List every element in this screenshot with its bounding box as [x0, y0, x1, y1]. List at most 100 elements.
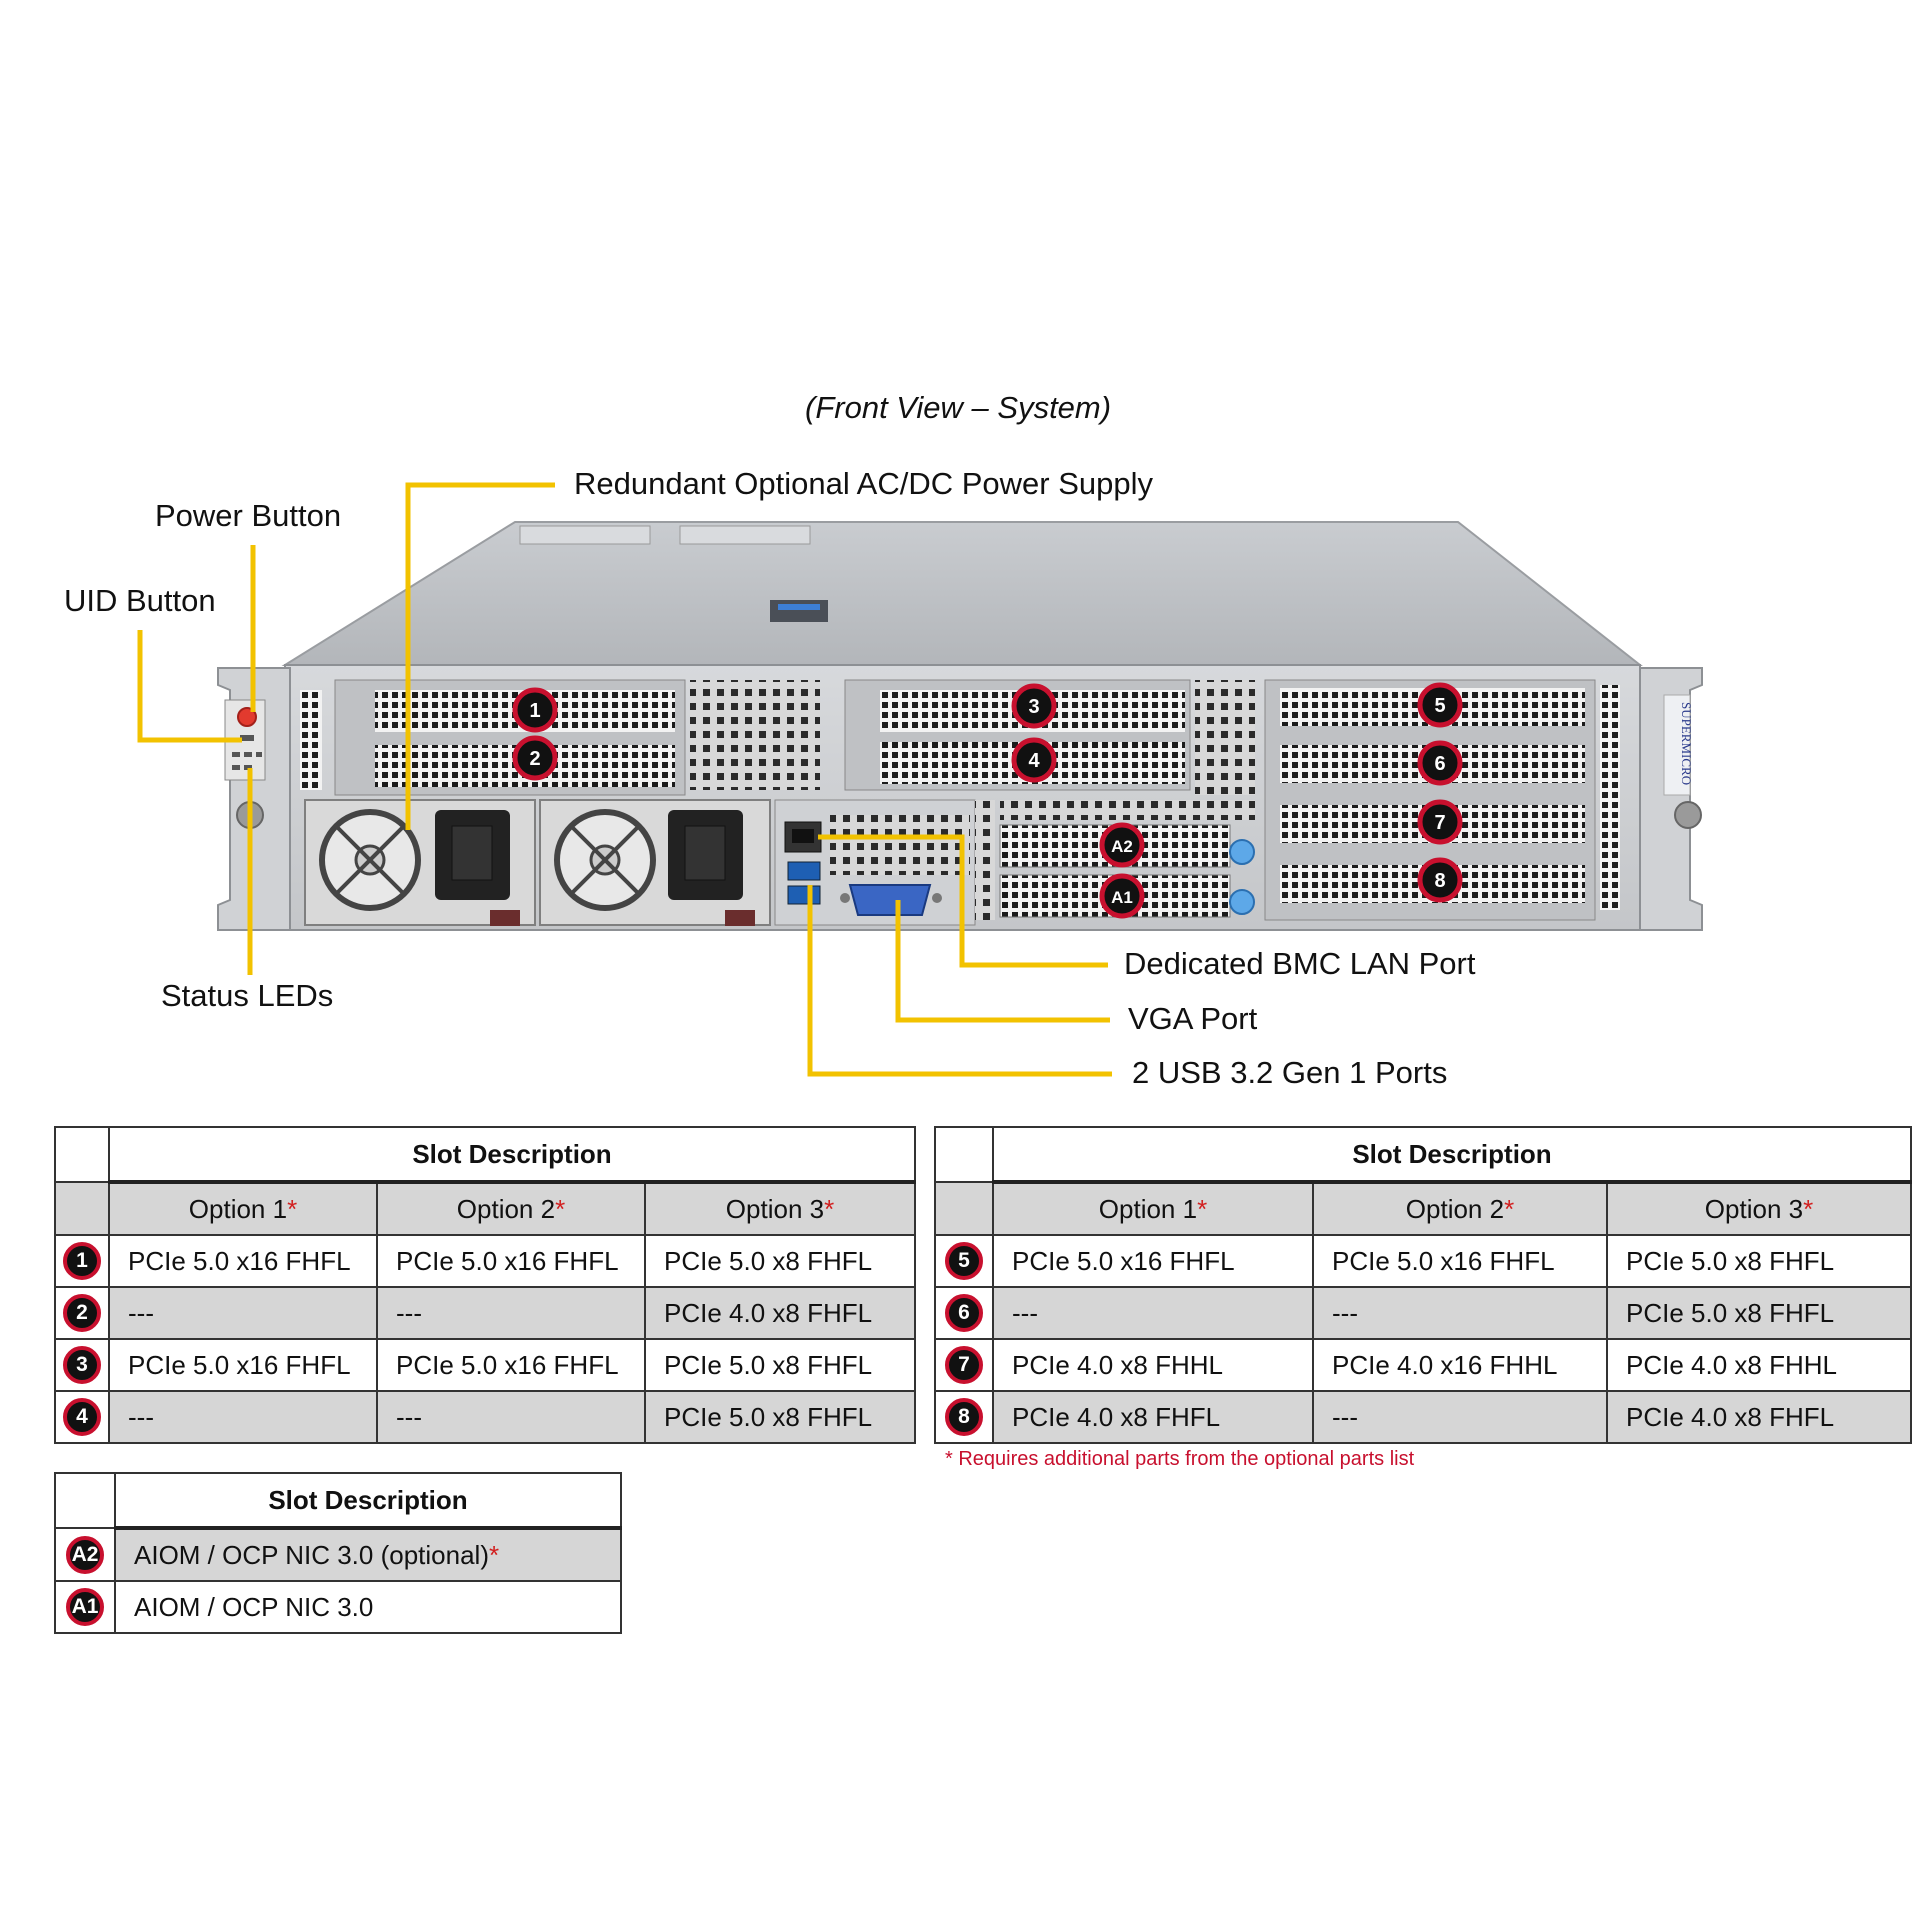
slot-badge: 6	[945, 1294, 983, 1332]
slot-badge: 4	[63, 1398, 101, 1436]
table-cell: PCIe 4.0 x8 FHFL	[643, 1286, 917, 1340]
column-header: Option 2*	[376, 1181, 646, 1236]
table-row: A2 AIOM / OCP NIC 3.0 (optional)*	[54, 1527, 622, 1582]
svg-text:4: 4	[1028, 750, 1040, 772]
table-title: Slot Description	[107, 1126, 917, 1184]
slot-badge: 7	[945, 1346, 983, 1384]
usb-port-icon-2	[787, 885, 821, 905]
column-header: Option 1*	[108, 1181, 378, 1236]
chassis-badge-7: 7	[1417, 799, 1463, 845]
svg-text:A1: A1	[1111, 888, 1133, 907]
slot-badge: 8	[945, 1398, 983, 1436]
table-cell: PCIe 5.0 x8 FHFL	[643, 1338, 917, 1392]
column-header: Option 2*	[1312, 1181, 1608, 1236]
slot-table-left: Slot Description Option 1* Option 2* Opt…	[54, 1126, 917, 1444]
table-cell: PCIe 5.0 x16 FHFL	[108, 1338, 378, 1392]
table-cell: PCIe 5.0 x16 FHFL	[1312, 1234, 1608, 1288]
table-cell: ---	[1312, 1286, 1608, 1340]
server-chassis-diagram: SUPERMICRO	[137, 482, 1703, 1077]
column-header: Option 3*	[1605, 1181, 1913, 1236]
brand-logo-text: SUPERMICRO	[1679, 702, 1694, 785]
header-corner	[54, 1181, 110, 1236]
slot-table-right: Slot Description Option 1* Option 2* Opt…	[934, 1126, 1913, 1444]
brand-strip	[1663, 694, 1691, 796]
top-label-right	[679, 525, 811, 545]
slot-badge: A2	[66, 1535, 104, 1574]
slot-badge: 5	[945, 1242, 983, 1280]
callout-leader-lines	[137, 482, 1112, 1077]
table-row: 7 PCIe 4.0 x8 FHHL PCIe 4.0 x16 FHHL PCI…	[934, 1338, 1913, 1392]
chassis-badge-2: 2	[512, 735, 558, 781]
table-cell: ---	[108, 1286, 378, 1340]
chassis-badge-4: 4	[1011, 737, 1057, 783]
table-corner	[54, 1472, 116, 1529]
table-cell: PCIe 4.0 x8 FHFL	[1605, 1390, 1913, 1444]
chassis-badge-5: 5	[1417, 682, 1463, 728]
table-cell: PCIe 5.0 x8 FHFL	[1605, 1286, 1913, 1340]
table-cell: PCIe 5.0 x16 FHFL	[108, 1234, 378, 1288]
table-row: A1 AIOM / OCP NIC 3.0	[54, 1580, 622, 1634]
table-row: 8 PCIe 4.0 x8 FHFL --- PCIe 4.0 x8 FHFL	[934, 1390, 1913, 1444]
table-cell: AIOM / OCP NIC 3.0 (optional)*	[114, 1527, 622, 1582]
chassis-badge-1: 1	[512, 687, 558, 733]
table-cell: PCIe 4.0 x16 FHHL	[1312, 1338, 1608, 1392]
header-corner	[934, 1181, 994, 1236]
table-corner	[934, 1126, 994, 1183]
table-cell: PCIe 4.0 x8 FHHL	[1605, 1338, 1913, 1392]
table-cell: PCIe 5.0 x16 FHFL	[376, 1338, 646, 1392]
aiom-a2-latch-icon	[1229, 839, 1255, 865]
callout-status-leds: Status LEDs	[161, 978, 334, 1013]
leader-power-supply	[405, 482, 555, 830]
table-cell: PCIe 5.0 x16 FHFL	[376, 1234, 646, 1288]
table-title: Slot Description	[114, 1472, 622, 1530]
svg-text:6: 6	[1434, 753, 1445, 775]
callout-power-supply: Redundant Optional AC/DC Power Supply	[574, 466, 1153, 501]
table-title: Slot Description	[991, 1126, 1913, 1184]
chassis-top-cover	[281, 521, 1643, 666]
leader-uid-button	[137, 630, 242, 743]
right-thumbscrew	[1674, 801, 1702, 829]
table-cell: PCIe 5.0 x8 FHFL	[1605, 1234, 1913, 1288]
leader-usb	[807, 885, 1112, 1077]
callout-usb: 2 USB 3.2 Gen 1 Ports	[1132, 1055, 1448, 1090]
column-header: Option 1*	[992, 1181, 1314, 1236]
table-cell: ---	[376, 1286, 646, 1340]
svg-text:5: 5	[1434, 695, 1445, 717]
callout-bmc-lan: Dedicated BMC LAN Port	[1124, 946, 1476, 981]
svg-text:8: 8	[1434, 870, 1445, 892]
top-label-left	[519, 525, 651, 545]
top-release-tab	[770, 600, 828, 622]
table-row: 4 --- --- PCIe 5.0 x8 FHFL	[54, 1390, 917, 1444]
chassis-badge-6: 6	[1417, 740, 1463, 786]
table-row: 1 PCIe 5.0 x16 FHFL PCIe 5.0 x16 FHFL PC…	[54, 1234, 917, 1288]
leader-vga	[895, 900, 1110, 1023]
table-row: 3 PCIe 5.0 x16 FHFL PCIe 5.0 x16 FHFL PC…	[54, 1338, 917, 1392]
table-cell: PCIe 5.0 x8 FHFL	[643, 1234, 917, 1288]
table-corner	[54, 1126, 110, 1183]
svg-text:2: 2	[529, 748, 540, 770]
table-cell: ---	[376, 1390, 646, 1444]
table-cell: ---	[992, 1286, 1314, 1340]
table-cell: ---	[108, 1390, 378, 1444]
table-row: 2 --- --- PCIe 4.0 x8 FHFL	[54, 1286, 917, 1340]
table-cell: ---	[1312, 1390, 1608, 1444]
figure-caption: (Front View – System)	[805, 390, 1112, 425]
table-cell: PCIe 4.0 x8 FHFL	[992, 1390, 1314, 1444]
callout-uid-button: UID Button	[64, 583, 216, 618]
table-cell: AIOM / OCP NIC 3.0	[114, 1580, 622, 1634]
slot-badge: 1	[63, 1242, 101, 1280]
chassis-badge-a1: A1	[1099, 873, 1145, 919]
column-header: Option 3*	[643, 1181, 917, 1236]
table-row: 5 PCIe 5.0 x16 FHFL PCIe 5.0 x16 FHFL PC…	[934, 1234, 1913, 1288]
aiom-a1-latch-icon	[1229, 889, 1255, 915]
slot-badge: A1	[66, 1588, 104, 1626]
table-cell: PCIe 5.0 x16 FHFL	[992, 1234, 1314, 1288]
footnote: * Requires additional parts from the opt…	[945, 1448, 1415, 1470]
table-row: 6 --- --- PCIe 5.0 x8 FHFL	[934, 1286, 1913, 1340]
slot-table-aiom: Slot Description A2 AIOM / OCP NIC 3.0 (…	[54, 1472, 622, 1634]
callout-vga: VGA Port	[1128, 1001, 1258, 1036]
power-button-icon	[237, 707, 257, 727]
slot-badge: 2	[63, 1294, 101, 1332]
svg-text:A2: A2	[1111, 837, 1133, 856]
